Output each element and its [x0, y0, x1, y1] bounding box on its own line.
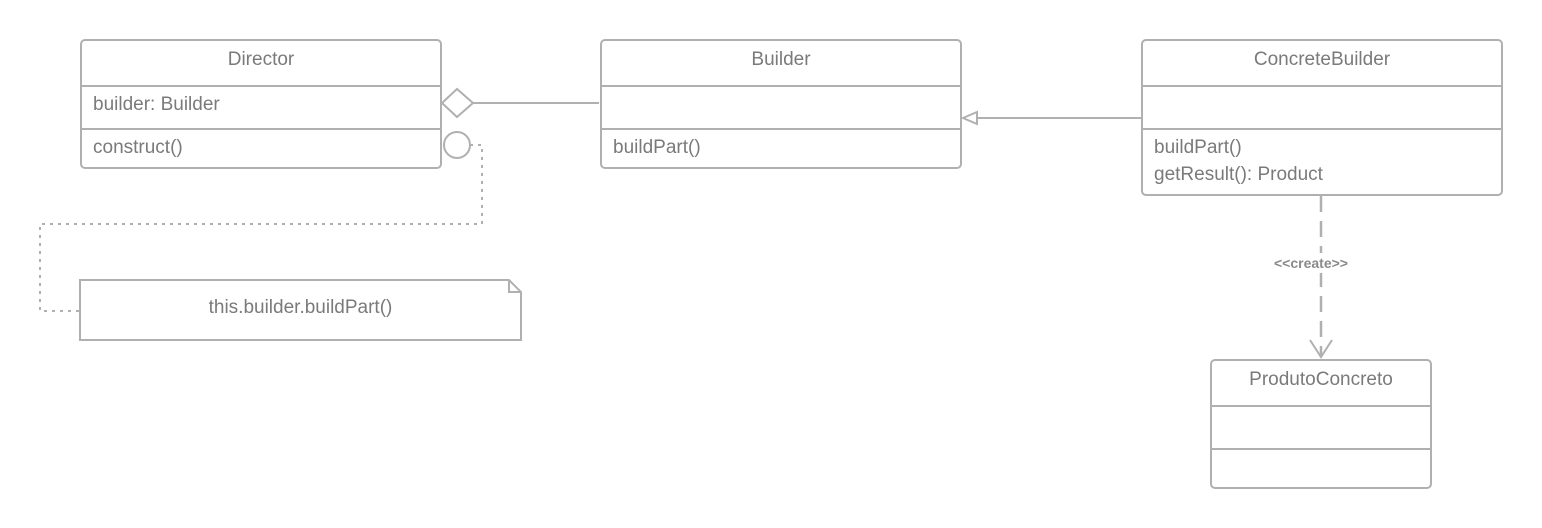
class-methods: buildPart()	[602, 130, 960, 161]
method: buildPart()	[1154, 137, 1242, 158]
method: getResult(): Product	[1154, 164, 1323, 185]
class-builder[interactable]: Builder buildPart()	[600, 39, 962, 169]
method: construct()	[93, 137, 183, 158]
note-shape[interactable]	[79, 279, 522, 341]
aggregation-diamond	[440, 87, 475, 119]
note-anchor-circle	[443, 131, 471, 159]
class-attributes: builder: Builder	[82, 87, 440, 118]
class-attributes	[1212, 405, 1430, 448]
class-attributes	[1143, 85, 1501, 128]
note-link[interactable]	[39, 131, 483, 312]
attribute: builder: Builder	[93, 94, 220, 115]
method: buildPart()	[613, 137, 701, 158]
dependency-arrowhead	[1309, 339, 1333, 359]
class-attributes	[602, 85, 960, 128]
class-name: ProdutoConcreto	[1249, 369, 1393, 390]
generalization-concretebuilder-builder[interactable]	[960, 110, 1141, 126]
generalization-arrowhead	[960, 110, 978, 126]
note-text: this.builder.buildPart()	[208, 297, 393, 318]
class-director[interactable]: Director builder: Builder construct()	[80, 39, 442, 169]
class-produto-concreto[interactable]: ProdutoConcreto	[1210, 359, 1432, 489]
class-name: Builder	[751, 49, 811, 70]
class-name: ConcreteBuilder	[1253, 49, 1391, 70]
class-methods	[1212, 448, 1430, 487]
dependency-create[interactable]	[1309, 196, 1333, 359]
class-methods: buildPart() getResult(): Product	[1143, 130, 1501, 188]
class-name: Director	[227, 49, 295, 70]
class-concrete-builder[interactable]: ConcreteBuilder buildPart() getResult():…	[1141, 39, 1503, 196]
aggregation-director-builder[interactable]	[440, 87, 599, 119]
class-methods: construct()	[82, 130, 440, 161]
create-stereotype-label: <<create>>	[1270, 253, 1352, 273]
